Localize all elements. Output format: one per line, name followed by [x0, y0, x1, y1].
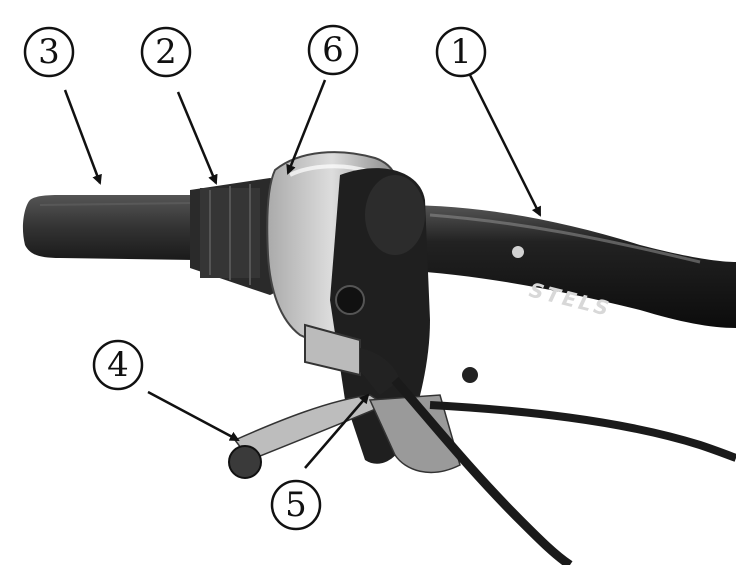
callout-1-label: 1: [450, 32, 472, 72]
callout-5-label: 5: [285, 485, 307, 525]
leader-2: [178, 92, 216, 183]
callout-4: 4: [94, 341, 142, 389]
callout-2: 2: [142, 28, 190, 76]
leader-3: [65, 90, 100, 183]
callout-2-label: 2: [155, 32, 177, 72]
handlebar-grip: [23, 195, 195, 260]
leader-4: [148, 392, 238, 440]
callout-1: 1: [437, 28, 485, 76]
brake-lever: [229, 395, 460, 478]
leader-1: [470, 75, 540, 215]
callout-6: 6: [309, 26, 357, 74]
callout-3-label: 3: [38, 32, 60, 72]
callout-5: 5: [272, 481, 320, 529]
callout-3: 3: [25, 28, 73, 76]
callout-6-label: 6: [322, 30, 344, 70]
callout-4-label: 4: [107, 345, 129, 385]
handlebar-tube: STELS: [400, 205, 736, 328]
